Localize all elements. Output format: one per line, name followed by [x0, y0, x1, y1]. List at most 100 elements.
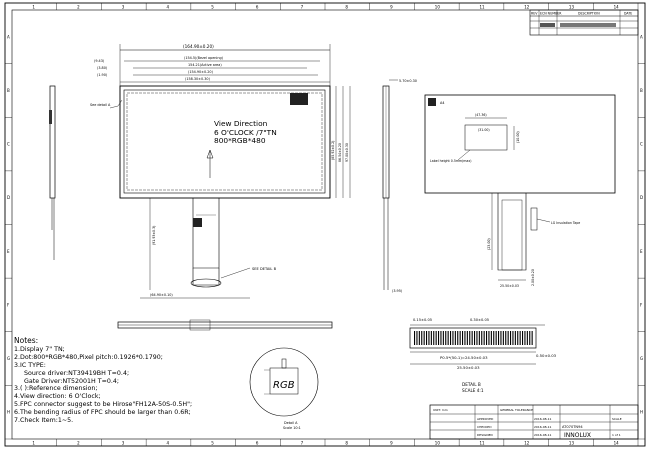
border-row-label: H — [7, 410, 10, 415]
connector-pad — [481, 331, 483, 345]
connector-pad — [522, 331, 524, 345]
border-col-label: 9 — [390, 5, 393, 10]
border-col-label: 8 — [345, 5, 348, 10]
connector-pad — [495, 331, 497, 345]
dim-label-height: (10.00) — [516, 131, 520, 143]
svg-text:(91.93±0.3): (91.93±0.3) — [152, 226, 156, 245]
dim-pitch: P0.5*(50-1)=24.50±0.03 — [440, 355, 488, 360]
border-row-label: G — [640, 356, 643, 361]
detail-b-scale: SCALE 4:1 — [462, 388, 484, 393]
connector-pad — [500, 331, 502, 345]
connector-pad — [510, 331, 512, 345]
connector-pad — [512, 331, 514, 345]
detail-a-scale: Scale 10:1 — [283, 426, 301, 430]
connector-pad — [483, 331, 485, 345]
dim-left-offset-3: (1.90) — [97, 73, 108, 77]
dim-module-width: (158.30±0.30) — [185, 77, 211, 81]
dim-left-offset-2: (3.80) — [97, 66, 108, 70]
note-item: 7.Check Item:1~5. — [14, 417, 74, 425]
border-col-label: 9 — [390, 441, 393, 446]
insulation-tape-label: LG Insulation Tape — [551, 221, 580, 225]
border-col-label: 14 — [614, 441, 620, 446]
front-view: (164.90±0.20) (154.5)(Bezel opening) 154… — [90, 44, 351, 299]
border-col-label: 1 — [32, 5, 35, 10]
connector-pad — [452, 331, 454, 345]
dim-outline-width: (164.90±0.20) — [183, 44, 214, 49]
note-item: 2.Dot:800*RGB*480,Pixel pitch:0.1926*0.1… — [14, 353, 163, 361]
detail-b-title: DETAIL B — [462, 382, 481, 387]
border-row-label: D — [7, 195, 10, 200]
dim-fpc-thickness: (3.95) — [392, 289, 403, 293]
view-direction-note: View Direction 6 O'CLOCK /7"TN 800*RGB*4… — [214, 119, 277, 146]
rgb-pixel-label: RGB — [273, 380, 295, 391]
border-col-label: 10 — [435, 441, 441, 446]
tb-date-1: 2016-08-11 — [534, 417, 552, 421]
border-col-label: 14 — [614, 5, 620, 10]
connector-pad — [490, 331, 492, 345]
note-item: 6.The bending radius of FPC should be la… — [14, 409, 191, 417]
connector-pad — [416, 331, 418, 345]
border-col-label: 12 — [524, 441, 530, 446]
connector-pad — [447, 331, 449, 345]
bottom-edge-view — [117, 319, 333, 331]
connector-pad — [474, 331, 476, 345]
border-row-label: F — [7, 302, 10, 307]
tb-date-2: 2016-08-11 — [534, 425, 552, 429]
rev-header-description: DESCRIPTION — [578, 12, 600, 16]
border-col-label: 1 — [32, 441, 35, 446]
dim-bezel-opening: (154.5)(Bezel opening) — [184, 56, 224, 60]
connector-pad — [498, 331, 500, 345]
tb-checked: CHECKED — [477, 425, 492, 429]
tb-approved: APPROVED — [477, 417, 494, 421]
border-col-label: 4 — [167, 5, 170, 10]
connector-pad — [457, 331, 459, 345]
connector-pad — [445, 331, 447, 345]
border-row-label: D — [640, 195, 643, 200]
svg-text:97.00±0.30: 97.00±0.30 — [345, 143, 349, 162]
border-col-label: 2 — [77, 5, 80, 10]
border-col-label: 5 — [211, 5, 214, 10]
svg-text:86.54±0.20: 86.54±0.20 — [338, 143, 342, 162]
tb-unit: UNIT: mm — [433, 408, 448, 412]
border-col-label: 13 — [569, 441, 575, 446]
border-col-label: 4 — [167, 441, 170, 446]
connector-pad — [524, 331, 526, 345]
view-direction-line-2: 6 O'CLOCK /7"TN — [214, 127, 277, 137]
detail-a: RGB Detail A Scale 10:1 — [249, 347, 319, 430]
note-item: 3.( ):Reference dimension; — [14, 385, 98, 393]
border-col-label: 7 — [301, 5, 304, 10]
border-col-label: 7 — [301, 441, 304, 446]
border-col-label: 12 — [524, 5, 530, 10]
connector-pad — [476, 331, 478, 345]
dim-active-area: 154.21(Active area) — [188, 63, 222, 67]
tb-model: AT070TN94 — [562, 425, 583, 429]
connector-pad — [493, 331, 495, 345]
border-row-label: H — [640, 410, 643, 415]
border-row-label: G — [7, 356, 10, 361]
connector-pad — [505, 331, 507, 345]
label-height-note: Label height 0.5mm(max) — [430, 159, 472, 163]
border-col-label: 13 — [569, 5, 575, 10]
revision-table: REV ECN NUMBER DESCRIPTION DATE — [529, 9, 639, 36]
connector-pad — [488, 331, 490, 345]
tb-sheet: 1 of 1 — [612, 433, 621, 437]
view-direction-line-3: 800*RGB*480 — [214, 136, 266, 146]
border-row-label: C — [7, 142, 10, 147]
border-row-label: C — [640, 142, 643, 147]
note-item: 3.IC TYPE: — [14, 361, 46, 369]
border-row-label: E — [7, 249, 10, 254]
left-side-view — [49, 85, 56, 260]
connector-pad — [414, 331, 416, 345]
connector-pad — [428, 331, 430, 345]
svg-text:(64.90±0.10): (64.90±0.10) — [150, 293, 173, 297]
view-a4-label: A4 — [440, 101, 444, 105]
border-col-label: 8 — [345, 441, 348, 446]
dim-pad-width: 0.15±0.05 — [413, 318, 432, 322]
border-row-label: B — [7, 88, 10, 93]
border-col-label: 5 — [211, 441, 214, 446]
tb-brand: INNOLUX — [564, 432, 591, 439]
view-direction-line-1: View Direction — [214, 119, 268, 128]
border-row-label: F — [640, 302, 643, 307]
center-side-view: 5.70±0.30 (3.95) — [382, 79, 417, 293]
